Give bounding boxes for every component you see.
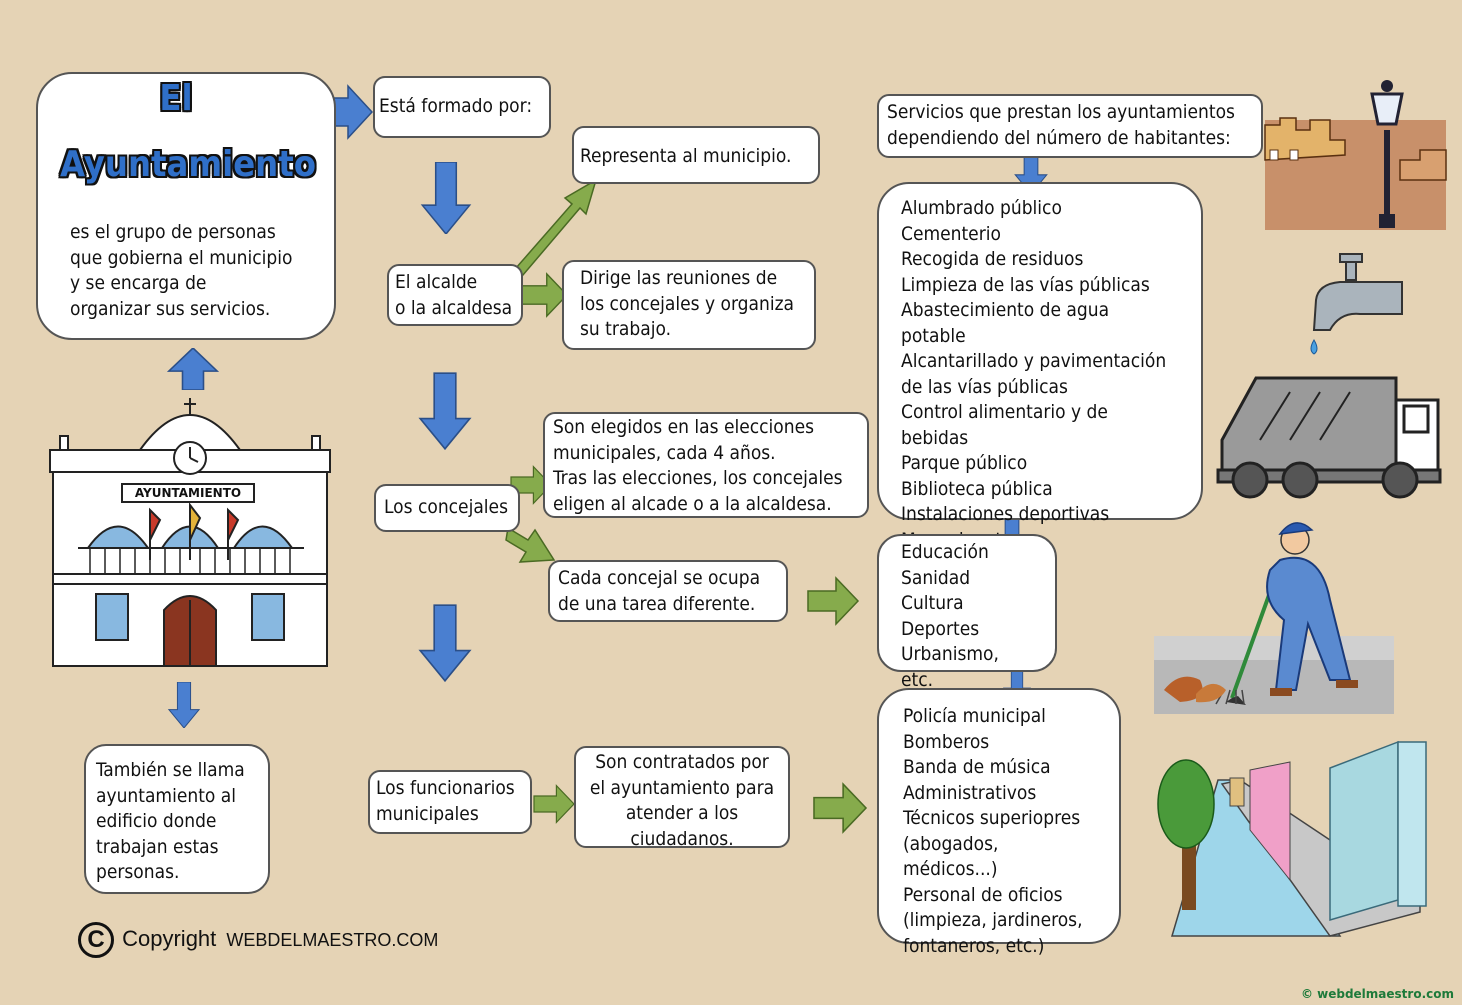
title-line-2: Ayuntamiento [60,144,316,185]
arrow-right-officials [533,784,575,824]
mayor-role-direct: Dirige las reuniones de los concejales y… [562,260,816,350]
officials-info-box: Son contratados por el ayuntamiento para… [574,746,790,850]
areas-list-box: Educación Sanidad Cultura Deportes Urban… [877,534,1057,691]
councillors-task-box: Cada concejal se ocupa de una tarea dife… [548,560,788,622]
building-sign: AYUNTAMIENTO [134,486,242,500]
arrow-right-areas [807,577,859,625]
copyright-label: Copyright [122,925,217,951]
title-line-1: El [159,78,193,119]
faucet-illustration [1310,253,1403,355]
green-arrows [505,178,867,833]
arrow-down-building [168,682,200,728]
services-header-box: Servicios que prestan los ayuntamientos … [877,94,1263,158]
arrow-right-staff [813,783,867,833]
services-list-box: Alumbrado público Cementerio Recogida de… [877,182,1203,551]
formed-by-box: Está formado por: [373,76,551,138]
copyright-line: C Copyright WEBDELMAESTRO.COM [78,922,438,958]
arrow-down-3 [418,603,472,683]
arrow-up-building [168,348,218,390]
street-sweeper-illustration [1154,522,1394,714]
title-box: El Ayuntamiento es el grupo de personas … [36,72,336,340]
mayor-role-represent: Representa al municipio. [572,126,820,184]
street-illustration [1157,740,1427,937]
definition-text: es el grupo de personas que gobierna el … [70,221,293,320]
city-lamp-illustration [1264,80,1447,230]
copyright-site: WEBDELMAESTRO.COM [226,929,439,950]
councillors-box: Los concejales [374,484,520,532]
arrow-right-direct [520,273,568,317]
copyright-icon: C [78,922,114,958]
officials-box: Los funcionarios municipales [368,770,532,834]
watermark: © webdelmaestro.com [1300,987,1454,1001]
arrow-down-2 [419,372,471,450]
town-hall-illustration [49,398,331,667]
arrow-down-1 [421,162,471,234]
mayor-box: El alcalde o la alcaldesa [387,264,523,326]
garbage-truck-illustration [1216,376,1442,499]
arrow-diag-task [505,526,556,563]
staff-list-box: Policía municipal Bomberos Banda de músi… [877,688,1121,957]
arrow-diag-represent [507,178,598,284]
also-called-box: También se llama ayuntamiento al edifici… [84,744,270,894]
councillors-elected-box: Son elegidos en las elecciones municipal… [543,412,869,518]
